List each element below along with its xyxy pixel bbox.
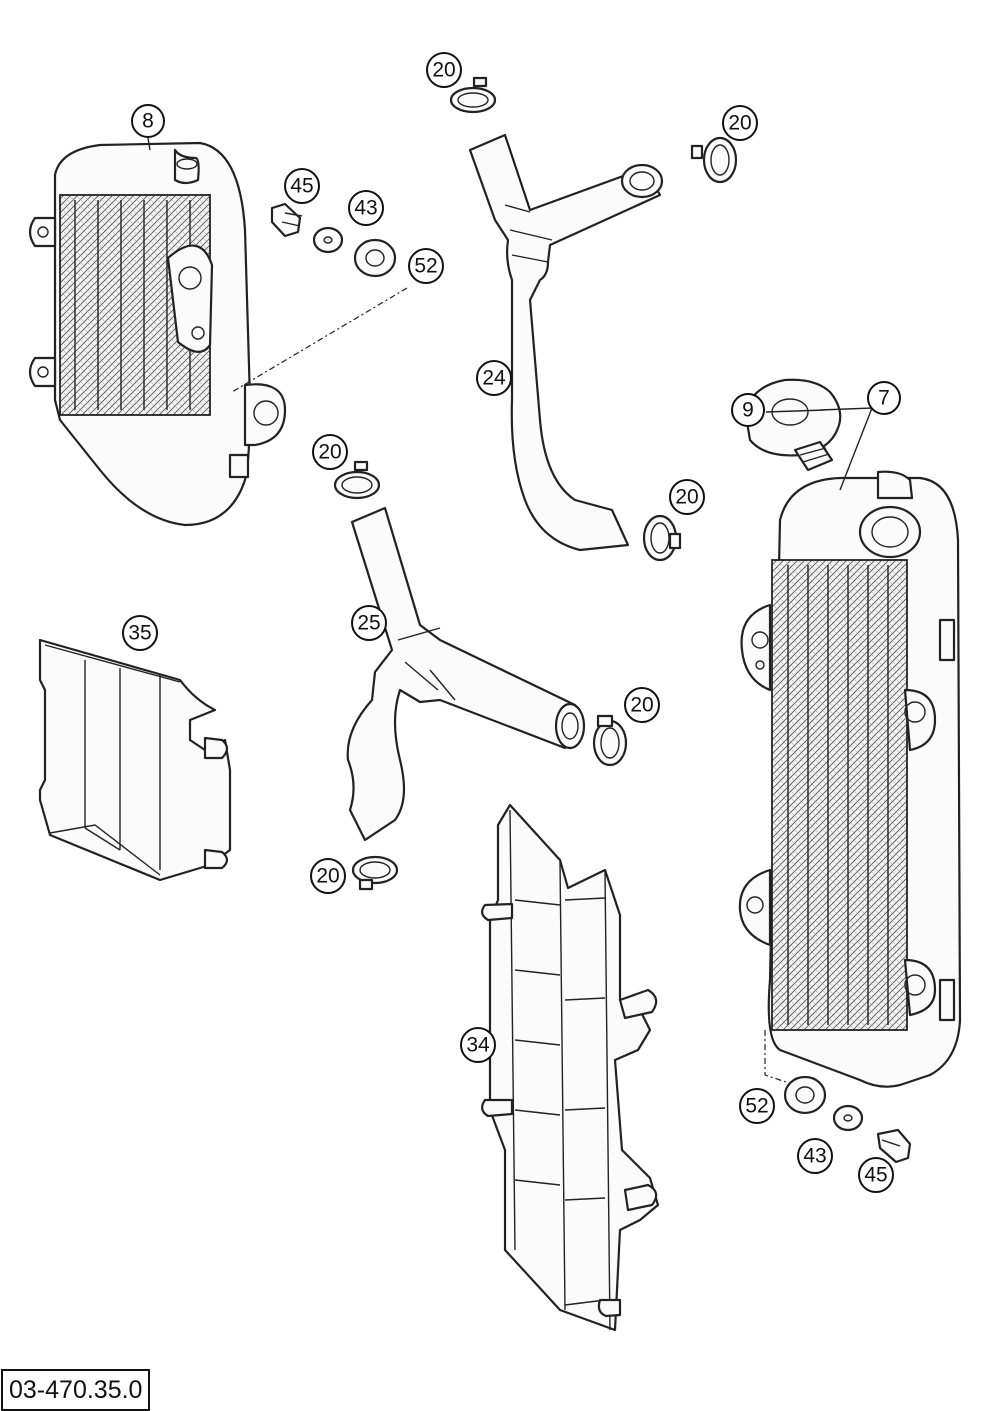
callout-washer-left[interactable]: 43 xyxy=(348,190,384,226)
svg-text:9: 9 xyxy=(742,399,754,422)
hose-clamp xyxy=(592,714,628,767)
svg-text:25: 25 xyxy=(357,612,380,635)
callout-hose-lower[interactable]: 25 xyxy=(351,605,387,641)
svg-text:7: 7 xyxy=(878,387,890,410)
svg-text:34: 34 xyxy=(466,1034,490,1057)
svg-text:20: 20 xyxy=(728,112,751,135)
svg-text:45: 45 xyxy=(290,175,313,198)
callout-hose-upper[interactable]: 24 xyxy=(476,360,512,396)
svg-text:20: 20 xyxy=(318,441,341,464)
callout-screw-right[interactable]: 45 xyxy=(858,1157,894,1193)
callout-washer-right[interactable]: 43 xyxy=(797,1138,833,1174)
radiator-right xyxy=(738,470,962,1088)
callout-clamp[interactable]: 20 xyxy=(722,105,758,141)
hose-upper xyxy=(468,133,664,552)
callout-screw-left[interactable]: 45 xyxy=(284,168,320,204)
svg-text:52: 52 xyxy=(745,1095,768,1118)
svg-text:8: 8 xyxy=(142,110,154,133)
svg-text:45: 45 xyxy=(864,1164,887,1187)
svg-text:43: 43 xyxy=(354,197,377,220)
svg-text:24: 24 xyxy=(482,367,506,390)
callout-clamp[interactable]: 20 xyxy=(310,858,346,894)
radiator-guard-right xyxy=(481,803,660,1332)
radiator-cap xyxy=(743,378,842,472)
svg-text:52: 52 xyxy=(414,255,437,278)
callout-radiator-right[interactable]: 7 xyxy=(867,381,901,415)
hose-lower xyxy=(346,506,586,842)
callout-clamp[interactable]: 20 xyxy=(669,479,705,515)
callout-clamp[interactable]: 20 xyxy=(426,52,462,88)
svg-text:20: 20 xyxy=(630,694,653,717)
callout-radiator-cap[interactable]: 9 xyxy=(731,393,765,427)
radiator-left xyxy=(28,141,287,527)
svg-text:20: 20 xyxy=(675,486,698,509)
callout-guard-left[interactable]: 35 xyxy=(122,615,158,651)
diagram-reference-number: 03-470.35.0 xyxy=(1,1369,151,1411)
callout-guard-right[interactable]: 34 xyxy=(460,1027,496,1063)
hose-clamp xyxy=(333,460,381,500)
callout-radiator-left[interactable]: 8 xyxy=(131,104,165,138)
callout-clamp[interactable]: 20 xyxy=(624,687,660,723)
svg-text:20: 20 xyxy=(316,865,339,888)
hose-clamp xyxy=(642,514,682,562)
svg-text:43: 43 xyxy=(803,1145,826,1168)
callout-grommet-left[interactable]: 52 xyxy=(408,248,444,284)
hose-clamp xyxy=(690,136,738,184)
fastener-set-left xyxy=(231,202,408,393)
svg-text:35: 35 xyxy=(128,622,151,645)
callout-grommet-right[interactable]: 52 xyxy=(739,1088,775,1124)
hose-clamp xyxy=(449,76,497,114)
radiator-guard-left xyxy=(38,638,232,882)
hose-clamp xyxy=(351,855,399,891)
fastener-set-right xyxy=(783,1075,912,1164)
callout-clamp[interactable]: 20 xyxy=(312,434,348,470)
svg-text:20: 20 xyxy=(432,59,455,82)
